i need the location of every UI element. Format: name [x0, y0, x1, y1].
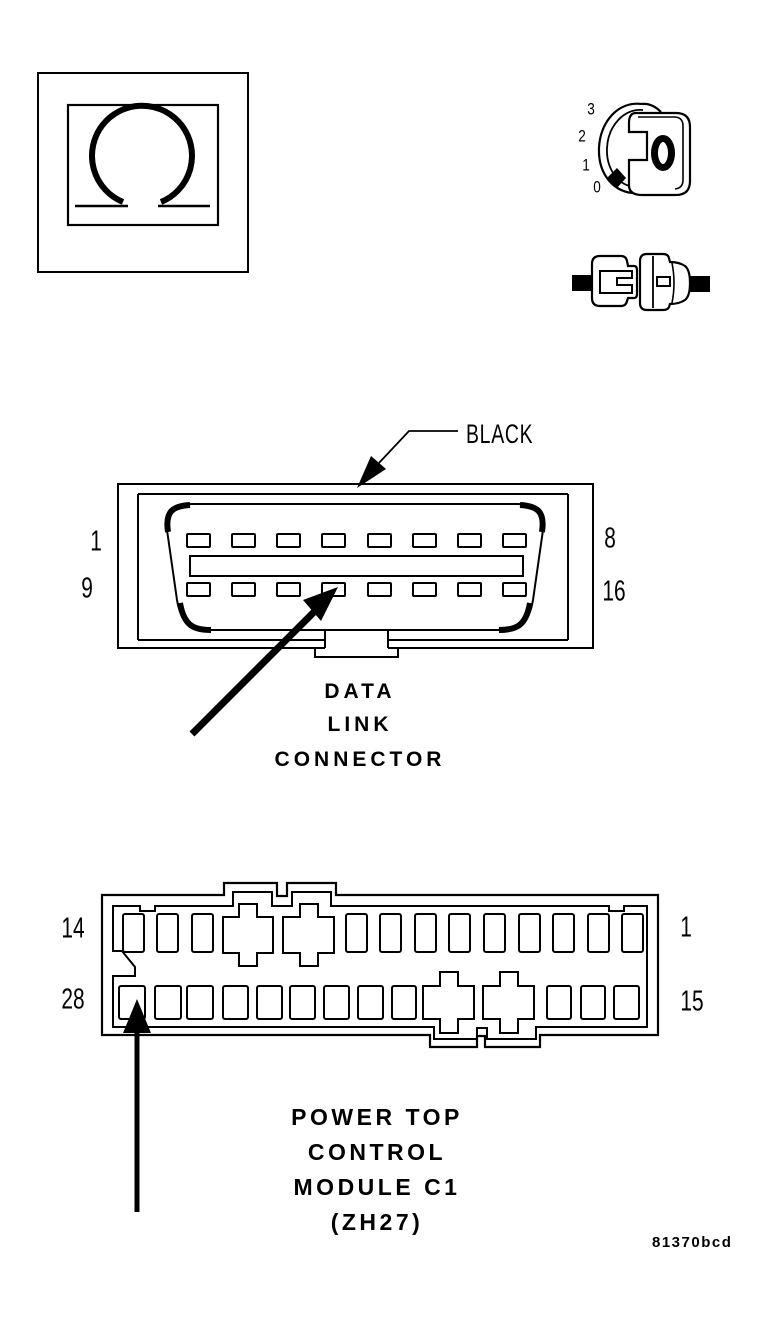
disconnect-connector-icon — [572, 252, 710, 312]
keying-pin — [422, 971, 475, 1034]
ignition-position-0: 0 — [593, 177, 601, 197]
keying-pin — [482, 971, 535, 1034]
dlc-caption-line-1: DATA — [324, 680, 396, 703]
ohmmeter-icon — [37, 72, 249, 273]
dlc-shell — [165, 503, 545, 631]
ignition-position-2: 2 — [578, 126, 586, 146]
omega-glyph — [89, 102, 195, 205]
right-wire — [690, 276, 710, 292]
dlc-drawing — [117, 430, 594, 737]
ignition-position-1: 1 — [582, 155, 590, 175]
dlc-caption-line-2: LINK — [327, 713, 393, 736]
module-drawing — [100, 881, 660, 1212]
dial-pointer-marker — [607, 168, 626, 188]
dlc-pin-9-label: 9 — [81, 572, 93, 605]
module-pins-top — [122, 903, 644, 967]
module-pin-1-label: 1 — [680, 911, 692, 944]
dlc-pin-1-label: 1 — [90, 525, 102, 558]
module-pin-28-label: 28 — [61, 983, 85, 1016]
module-pin-15-label: 15 — [680, 985, 704, 1018]
dlc-pin-16-label: 16 — [602, 575, 626, 608]
figure-id-code: 81370bcd — [652, 1234, 733, 1251]
dlc-caption-line-3: CONNECTOR — [274, 748, 446, 771]
module-pin-arrow — [123, 999, 151, 1212]
ignition-switch-icon — [597, 102, 692, 197]
dlc-center-slot — [189, 555, 524, 577]
dlc-pin-8-label: 8 — [604, 522, 616, 555]
module-caption-line-3: MODULE C1 — [293, 1174, 461, 1200]
module-pins-bottom — [118, 971, 640, 1034]
dlc-pin-arrow — [189, 587, 338, 737]
dlc-color-label: BLACK — [466, 419, 534, 449]
black-label-leader-arrow — [357, 430, 458, 488]
left-wire — [572, 275, 592, 291]
ignition-position-3: 3 — [587, 99, 595, 119]
module-pin-14-label: 14 — [61, 912, 85, 945]
dlc-pins-bottom — [186, 582, 527, 597]
keying-pin — [222, 903, 274, 967]
module-caption-line-4: (ZH27) — [330, 1209, 424, 1235]
module-caption-line-2: CONTROL — [307, 1139, 447, 1165]
dlc-pins-top — [186, 533, 527, 548]
keying-pin — [282, 903, 335, 967]
module-caption-line-1: POWER TOP — [291, 1104, 463, 1130]
